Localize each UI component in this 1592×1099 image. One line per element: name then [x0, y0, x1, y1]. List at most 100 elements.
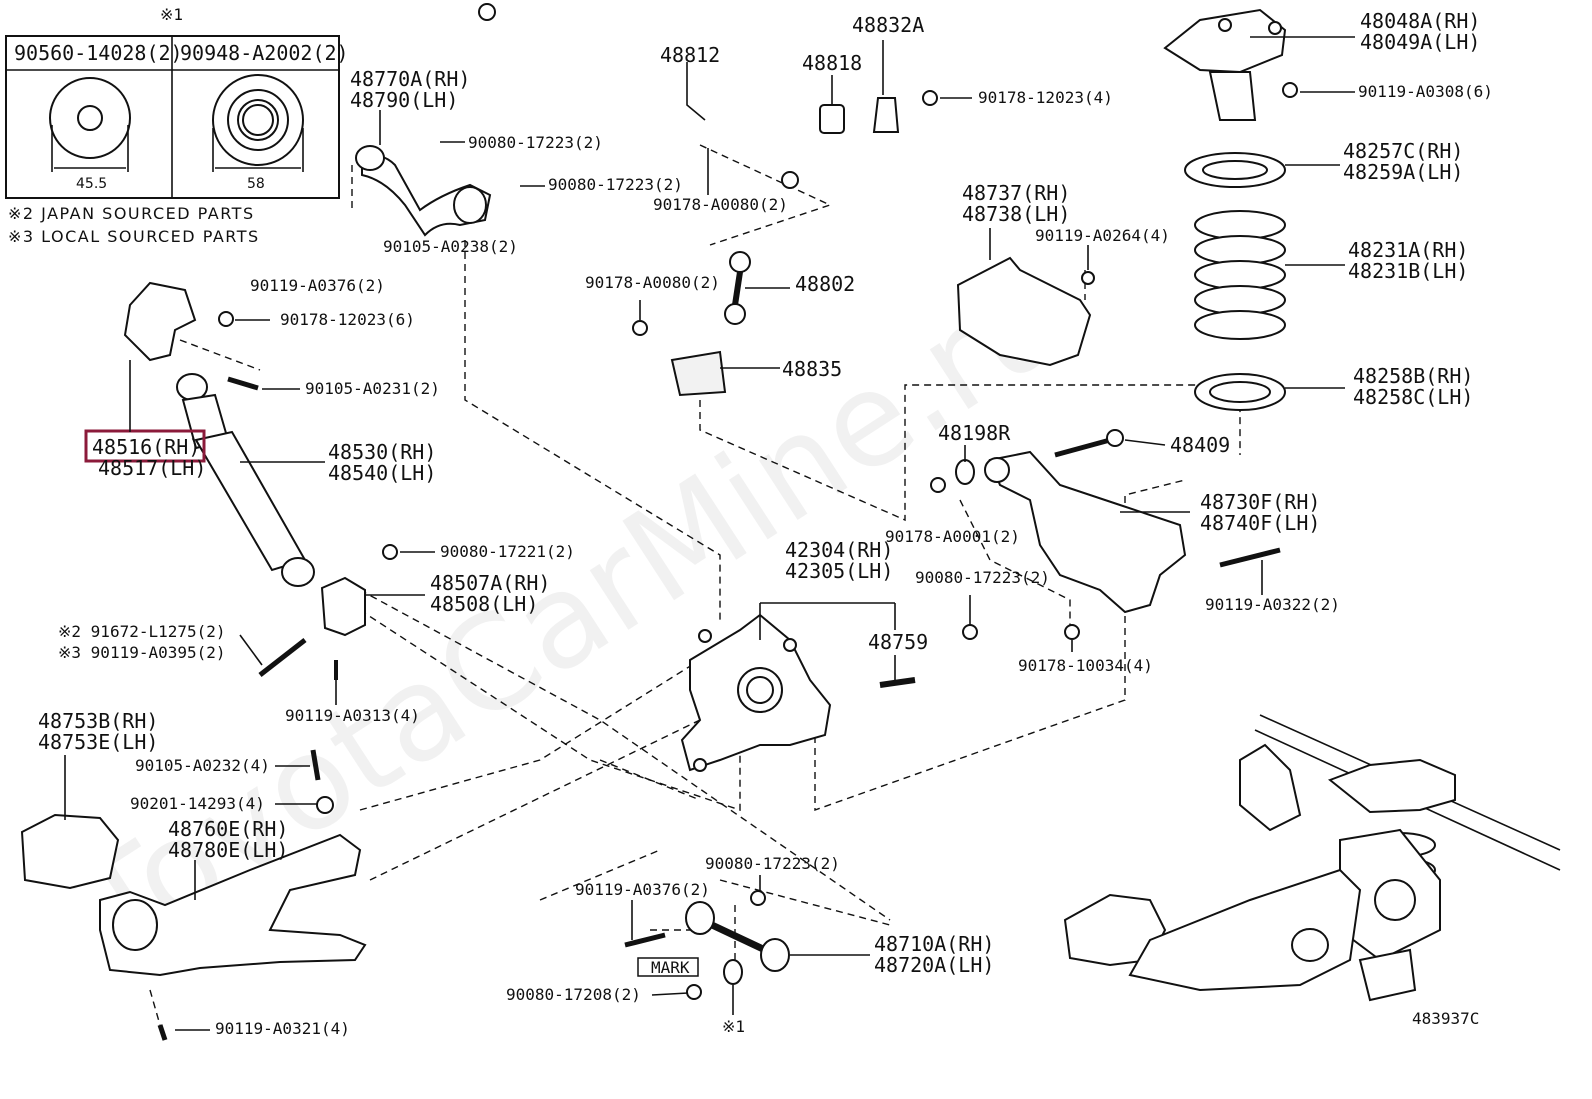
- nut-icon: [382, 544, 398, 560]
- callout-48198: 48198R: [938, 421, 1011, 445]
- nut-icon: [962, 624, 978, 640]
- note-local: ※3 LOCAL SOURCED PARTS: [8, 227, 260, 246]
- stabilizer-bar: [478, 3, 830, 189]
- callout-90119-a0376-b: 90119-A0376(2): [575, 880, 710, 899]
- callout-91672: ※2 91672-L1275(2): [58, 622, 226, 641]
- callout-48770-rh: 48770A(RH): [350, 67, 470, 91]
- callout-90178-a0080-a: 90178-A0080(2): [653, 195, 788, 214]
- callout-90119-a0313: 90119-A0313(4): [285, 706, 420, 725]
- callout-90119-a0308: 90119-A0308(6): [1358, 82, 1493, 101]
- note-japan: ※2 JAPAN SOURCED PARTS: [8, 204, 255, 223]
- callout-90080-17223-c: 90080-17223(2): [915, 568, 1050, 587]
- arm-bumper: [20, 813, 120, 890]
- callout-90178-12023-6: 90178-12023(6): [280, 310, 415, 329]
- callout-90178-12023-4: 90178-12023(4): [978, 88, 1113, 107]
- callout-48802: 48802: [795, 272, 855, 296]
- upper-support: [1163, 8, 1287, 121]
- callout-90119-a0264: 90119-A0264(4): [1035, 226, 1170, 245]
- callout-48730-lh: 48740F(LH): [1200, 511, 1320, 535]
- washer-icon: [723, 959, 743, 985]
- mark-label: MARK: [651, 958, 690, 977]
- callout-48737-rh: 48737(RH): [962, 181, 1070, 205]
- callout-labels: 48770A(RH) 48790(LH) 48812 48818 48832A …: [38, 9, 1493, 1038]
- callout-90178-a0001: 90178-A0001(2): [885, 527, 1020, 546]
- bolt-icon: [258, 638, 307, 677]
- callout-90105-a0232: 90105-A0232(4): [135, 756, 270, 775]
- nut-icon: [922, 90, 938, 106]
- nut-icon: [218, 311, 234, 327]
- washer-icon: [316, 796, 334, 814]
- callout-90201-14293: 90201-14293(4): [130, 794, 265, 813]
- washer-dim-2: 58: [247, 176, 265, 192]
- callout-90080-17221: 90080-17221(2): [440, 542, 575, 561]
- callout-90080-17208: 90080-17208(2): [506, 985, 641, 1004]
- callout-mark-1: ※1: [722, 1017, 745, 1036]
- callout-48257-lh: 48259A(LH): [1343, 160, 1463, 184]
- shock-absorber-bracket: [123, 281, 197, 362]
- nut-icon: [1064, 624, 1080, 640]
- callout-48730-rh: 48730F(RH): [1200, 490, 1320, 514]
- bolt-icon: [227, 376, 259, 391]
- washer-table: ※1 90560-14028(2) 90948-A2002(2) 45.5 58: [5, 5, 349, 199]
- callout-48530-lh: 48540(LH): [328, 461, 436, 485]
- lower-arm-bracket: [320, 576, 366, 637]
- callout-48832: 48832A: [852, 13, 924, 37]
- callout-48048-lh: 48049A(LH): [1360, 30, 1480, 54]
- nut-icon: [930, 477, 946, 493]
- watermark: ToyotaCarMine.ru: [53, 240, 1089, 987]
- callout-90178-a0080-b: 90178-A0080(2): [585, 273, 720, 292]
- callout-48231-lh: 48231B(LH): [1348, 259, 1468, 283]
- bushing-bracket: [872, 97, 900, 133]
- callout-90178-10034: 90178-10034(4): [1018, 656, 1153, 675]
- callout-48737-lh: 48738(LH): [962, 202, 1070, 226]
- callout-48760-rh: 48760E(RH): [168, 817, 288, 841]
- callout-48818: 48818: [802, 51, 862, 75]
- callout-48257-rh: 48257C(RH): [1343, 139, 1463, 163]
- upper-control-arm: [355, 145, 492, 237]
- callout-48409: 48409: [1170, 433, 1230, 457]
- callout-48507-lh: 48508(LH): [430, 592, 538, 616]
- callout-90080-17223-b: 90080-17223(2): [548, 175, 683, 194]
- callout-48231-rh: 48231A(RH): [1348, 238, 1468, 262]
- callout-48835: 48835: [782, 357, 842, 381]
- bolt-icon: [624, 932, 666, 948]
- coil-spring: [1194, 210, 1286, 340]
- table-mark: ※1: [160, 5, 183, 24]
- callout-48753-rh: 48753B(RH): [38, 709, 158, 733]
- callout-48770-lh: 48790(LH): [350, 88, 458, 112]
- table-part-1: 90560-14028(2): [14, 41, 183, 65]
- callout-48760-lh: 48780E(LH): [168, 838, 288, 862]
- assembled-view: [1063, 714, 1561, 1002]
- nut-icon: [686, 984, 702, 1000]
- callout-42304-rh: 42304(RH): [785, 538, 893, 562]
- washer-dim-1: 45.5: [76, 176, 107, 192]
- callout-48710-rh: 48710A(RH): [874, 932, 994, 956]
- callout-90119-a0395: ※3 90119-A0395(2): [58, 643, 226, 662]
- highlight-box: [84, 429, 206, 463]
- callout-48048-rh: 48048A(RH): [1360, 9, 1480, 33]
- callout-90105-a0231: 90105-A0231(2): [305, 379, 440, 398]
- bolt-icon: [157, 1024, 168, 1041]
- callout-48710-lh: 48720A(LH): [874, 953, 994, 977]
- stepped-washer-icon: [212, 74, 304, 172]
- stabilizer-link: [724, 251, 751, 325]
- callout-48753-lh: 48753E(LH): [38, 730, 158, 754]
- diagram-code: 483937C: [1412, 1009, 1479, 1028]
- table-part-2: 90948-A2002(2): [180, 41, 349, 65]
- nut-icon: [632, 320, 648, 336]
- callout-48516-lh: 48517(LH): [98, 456, 206, 480]
- stabilizer-bushing: [819, 104, 845, 134]
- callout-48516-rh: 48516(RH): [92, 435, 200, 459]
- callout-48812: 48812: [660, 43, 720, 67]
- shock-absorber: [176, 373, 315, 587]
- trailing-arm: [99, 833, 367, 977]
- callout-42304-lh: 42305(LH): [785, 559, 893, 583]
- leader-lines: [64, 36, 1355, 1031]
- mark-box: [637, 957, 699, 977]
- cam-plate: [955, 459, 975, 485]
- rear-axle-carrier: [680, 613, 832, 772]
- bolt-icon: [879, 677, 916, 688]
- bolt-icon: [310, 749, 321, 781]
- callout-90105-a0238: 90105-A0238(2): [383, 237, 518, 256]
